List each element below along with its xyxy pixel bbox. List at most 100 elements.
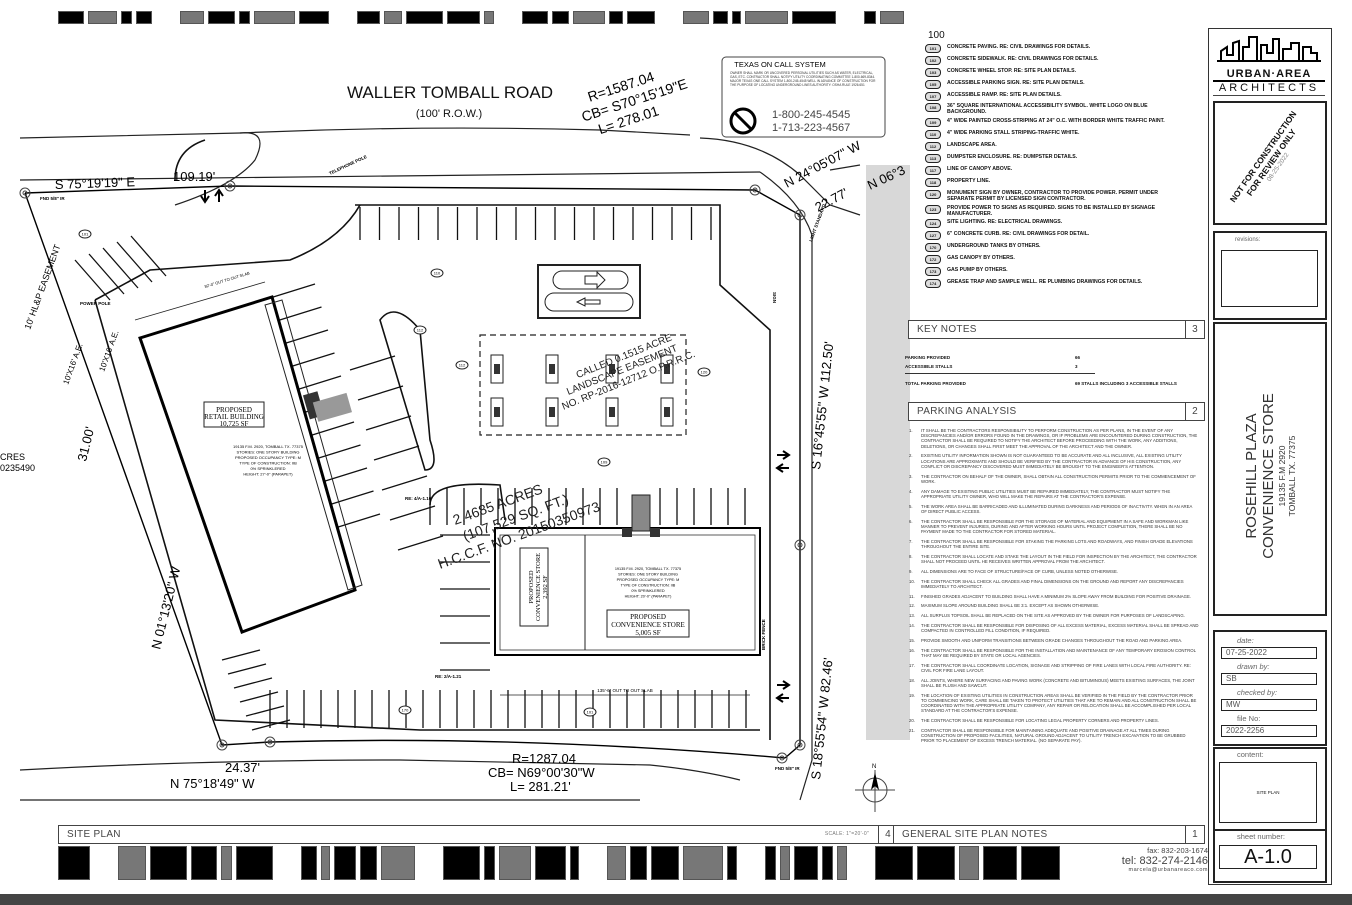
title-block: URBAN·AREA ARCHITECTS NOT FOR CONSTRUCTI…	[1208, 28, 1332, 885]
general-note-item: 15.PROVIDE SMOOTH AND UNIFORM TRANSITION…	[909, 638, 1199, 643]
property-corner-marker	[749, 184, 761, 196]
acres-left-no: 0235490	[0, 463, 35, 473]
keynote-tag: 124	[925, 219, 941, 229]
property-corner-pin	[219, 742, 225, 748]
texas-on-call-box: TEXAS ON CALL SYSTEM OWNER SHALL MARK OR…	[721, 56, 886, 138]
keynote-tag-marker	[430, 268, 444, 278]
general-note-number: 2.	[909, 453, 913, 459]
keynote-text: GREASE TRAP AND SAMPLE WELL. RE PLUMBING…	[947, 278, 1143, 285]
masked-area	[866, 165, 910, 740]
parking-analysis-title: PARKING ANALYSIS	[917, 406, 1017, 417]
small-store-title: PROPOSED	[528, 570, 535, 604]
general-note-item: 3.THE CONTRACTOR ON BEHALF OF THE OWNER,…	[909, 474, 1199, 484]
border-block	[299, 11, 329, 24]
project-address-2: TOMBALL TX. 77375	[1287, 435, 1297, 517]
border-block	[498, 846, 532, 880]
ae-label-2: 10'X16' A.E.	[97, 329, 120, 373]
border-block	[208, 11, 236, 24]
border-block	[607, 846, 626, 880]
north-label: N	[872, 764, 876, 770]
border-block	[731, 11, 742, 24]
building-info-line: 19135 F.M. 2920, TOMBALL TX. 77375	[615, 567, 681, 571]
parking-stall-stripe	[130, 235, 167, 277]
firm-name-2: ARCHITECTS	[1218, 82, 1320, 94]
general-note-number: 3.	[909, 473, 913, 479]
border-block	[149, 846, 188, 880]
keynote-tag: 172	[925, 255, 941, 265]
parking-stall-stripe	[373, 445, 420, 461]
property-corner-marker	[19, 187, 31, 199]
parking-analysis-title-bar: PARKING ANALYSIS 2	[908, 402, 1205, 421]
gas-pump-body	[664, 364, 670, 374]
parking-stall-stripe	[282, 329, 329, 345]
border-block	[447, 11, 480, 24]
road-curbs	[19, 127, 861, 801]
parking-stall-stripe	[315, 444, 361, 460]
revisions-box: revisions:	[1213, 231, 1327, 320]
file-no-label: file No:	[1237, 714, 1261, 723]
sheet-border-pattern-bottom	[58, 846, 1088, 880]
general-note-text: THE CONTRACTOR SHALL BE RESPONSIBLE FOR …	[921, 647, 1196, 658]
stamp-line-1: NOT FOR CONSTRUCTION	[1227, 109, 1299, 205]
project-name-2: CONVENIENCE STORE	[1260, 393, 1277, 559]
property-corner-pin	[22, 190, 28, 196]
border-block	[136, 11, 153, 24]
telephone-pole-label: TELEPHONE POLE	[328, 154, 367, 176]
retail-building: PROPOSED RETAIL BUILDING 10,725 SF 19135…	[134, 270, 363, 634]
general-note-item: 14.THE CONTRACTOR SHALL BE RESPONSIBLE F…	[909, 623, 1199, 633]
keynote-tag-label: 101	[587, 710, 594, 715]
parking-lot-edges	[94, 139, 771, 740]
general-note-item: 20.THE CONTRACTOR SHALL BE RESPONSIBLE F…	[909, 718, 1199, 723]
general-note-item: 2.EXISTING UTILITY INFORMATION SHOWN IS …	[909, 453, 1199, 469]
general-notes-list: 1.IT SHALL BE THE CONTRACTORS RESPONSIBI…	[909, 428, 1199, 748]
border-block	[180, 11, 205, 24]
general-note-text: THE CONTRACTOR SHALL COORDINATE LOCATION…	[921, 662, 1191, 673]
border-block	[874, 846, 914, 880]
property-corner-pin	[797, 542, 803, 548]
site-plan-title: SITE PLAN	[67, 829, 121, 840]
north-arrow-icon: N	[855, 764, 895, 812]
border-block	[764, 846, 777, 880]
parking-provided-value: 66	[1075, 355, 1081, 360]
general-note-number: 18.	[909, 677, 915, 683]
store-title: PROPOSED	[630, 613, 666, 621]
property-corner-pin	[797, 742, 803, 748]
parking-stall-stripe	[349, 355, 396, 371]
curve-bottom-chord: CB= N69°00'30"W	[488, 765, 595, 780]
general-note-text: THE CONTRACTOR SHALL BE RESPONSIBLE FOR …	[921, 718, 1159, 724]
border-block	[405, 11, 444, 24]
keynote-tag: 109	[925, 118, 941, 128]
keynote-text: GAS PUMP BY OTHERS.	[947, 267, 1008, 274]
parking-stall-stripe	[397, 535, 444, 551]
border-block	[570, 846, 580, 880]
general-note-number: 8.	[909, 553, 913, 559]
project-address-1: 19135 F.M 2920	[1277, 445, 1287, 507]
parking-stall-stripe	[221, 649, 261, 661]
border-block	[1021, 846, 1061, 880]
border-block	[239, 11, 250, 24]
border-block	[745, 11, 789, 24]
parking-stall-stripe	[295, 375, 342, 391]
parking-stall-stripe	[276, 306, 322, 322]
general-note-item: 6.THE CONTRACTOR SHALL BE RESPONSIBLE FO…	[909, 519, 1199, 535]
keynote-tag-marker	[697, 367, 711, 377]
border-block	[522, 11, 549, 24]
keynote-text: LINE OF CANOPY ABOVE.	[947, 165, 1013, 172]
checked-by-value: MW	[1221, 699, 1317, 711]
easement-label: 10' HL&P EASEMENT	[22, 243, 62, 331]
border-block	[443, 846, 481, 880]
gas-pump	[490, 354, 504, 384]
store-title2: CONVENIENCE STORE	[611, 621, 685, 629]
general-note-item: 19.THE LOCATION OF EXISTING UTILITIES IN…	[909, 693, 1199, 714]
keynote-text: 36" SQUARE INTERNATIONAL ACCESSIBILITY S…	[947, 103, 1148, 116]
